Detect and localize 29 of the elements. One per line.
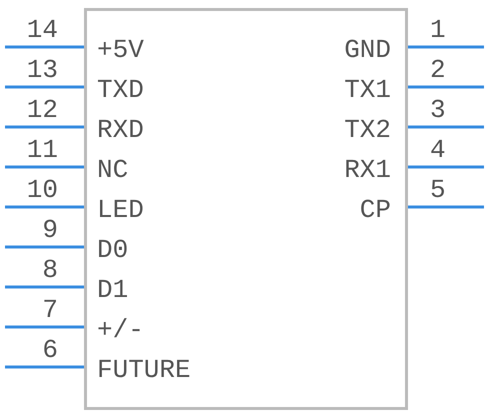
pin-number: 4 xyxy=(430,137,446,163)
pin-name: D0 xyxy=(97,237,128,263)
pin-number: 10 xyxy=(26,177,58,203)
chip-body xyxy=(84,8,408,410)
pin-number: 6 xyxy=(42,337,58,363)
pin-name: TX1 xyxy=(344,77,391,103)
pin-name: D1 xyxy=(97,277,128,303)
pin-name: TXD xyxy=(97,77,144,103)
pin-number: 12 xyxy=(26,97,58,123)
pin-number: 5 xyxy=(430,177,446,203)
pin-name: +5V xyxy=(97,37,144,63)
pin-number: 11 xyxy=(26,137,58,163)
pin-number: 8 xyxy=(42,257,58,283)
pin-name: CP xyxy=(360,197,391,223)
pin-number: 9 xyxy=(42,217,58,243)
pin-number: 3 xyxy=(430,97,446,123)
pin-name: GND xyxy=(344,37,391,63)
pin-number: 7 xyxy=(42,297,58,323)
pin-number: 14 xyxy=(26,17,58,43)
pin-name: LED xyxy=(97,197,144,223)
pin-number: 13 xyxy=(26,57,58,83)
pin-number: 2 xyxy=(430,57,446,83)
pin-name: RX1 xyxy=(344,157,391,183)
pin-number: 1 xyxy=(430,17,446,43)
pin-name: NC xyxy=(97,157,128,183)
pin-name: +/- xyxy=(97,317,144,343)
pin-name: RXD xyxy=(97,117,144,143)
pin-name: FUTURE xyxy=(97,357,191,383)
pin-name: TX2 xyxy=(344,117,391,143)
